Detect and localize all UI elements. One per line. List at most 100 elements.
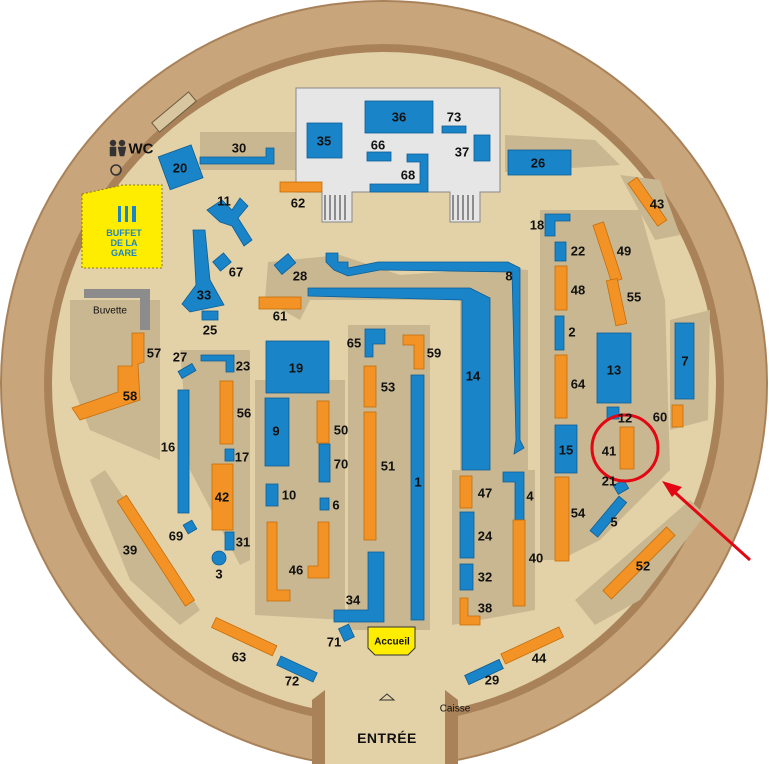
stand-66-shape[interactable] — [366, 151, 392, 162]
stand-23-shape[interactable] — [200, 354, 235, 373]
stand-2-shape[interactable] — [554, 315, 565, 351]
stand-6-shape[interactable] — [319, 497, 330, 511]
label-58: 58 — [123, 389, 137, 404]
stand-21-shape[interactable] — [612, 479, 630, 495]
label-72: 72 — [285, 674, 299, 689]
stand-55-shape[interactable] — [605, 277, 628, 327]
stand-61-shape[interactable] — [258, 296, 302, 310]
stand-37-shape[interactable] — [473, 134, 491, 162]
stand-26-shape[interactable] — [507, 149, 572, 176]
stand-40-shape[interactable] — [512, 519, 526, 607]
stand-38-shape[interactable] — [459, 597, 481, 626]
stand-68-shape[interactable] — [369, 153, 429, 193]
stand-29-shape[interactable] — [464, 658, 504, 686]
stand-17-shape[interactable] — [224, 448, 235, 462]
stand-34-shape[interactable] — [333, 551, 385, 623]
label-26: 26 — [531, 156, 545, 171]
stand-62-shape[interactable] — [279, 181, 323, 193]
label-6: 6 — [332, 498, 339, 513]
label-19: 19 — [289, 361, 303, 376]
stand-18-shape[interactable] — [544, 213, 571, 237]
stand-10-shape[interactable] — [265, 483, 279, 507]
blue-stands — [157, 100, 695, 686]
buffet-de-la-gare[interactable] — [81, 184, 163, 269]
stand-65-shape[interactable] — [364, 328, 386, 358]
stand-72-shape[interactable] — [276, 655, 318, 683]
stand-43-shape[interactable] — [627, 176, 668, 227]
label-2: 2 — [568, 325, 575, 340]
stand-54-shape[interactable] — [554, 476, 570, 562]
stand-33-shape[interactable] — [181, 229, 225, 313]
stand-64-shape[interactable] — [554, 354, 568, 419]
stand-69-shape[interactable] — [182, 519, 198, 535]
stand-67-shape[interactable] — [212, 252, 232, 272]
stand-20-shape[interactable] — [157, 144, 204, 191]
label-21: 21 — [602, 474, 616, 489]
stand-59-shape[interactable] — [402, 334, 425, 370]
highlight-arrow-head — [662, 481, 682, 497]
stand-71-shape[interactable] — [337, 623, 355, 642]
stand-16-shape[interactable] — [177, 389, 190, 514]
accueil-booth[interactable] — [367, 626, 416, 656]
stand-42-shape[interactable] — [211, 463, 234, 531]
stand-15-shape[interactable] — [554, 424, 578, 474]
stand-25-shape[interactable] — [201, 310, 219, 321]
stand-13-shape[interactable] — [596, 332, 632, 404]
stand-41-shape[interactable] — [619, 426, 635, 470]
stand-22-shape[interactable] — [554, 241, 567, 262]
label-61: 61 — [273, 309, 287, 324]
stand-57-58-shape[interactable] — [71, 332, 145, 421]
label-18: 18 — [530, 218, 544, 233]
stand-5-shape[interactable] — [589, 495, 628, 538]
accueil-label: Accueil — [374, 637, 410, 648]
label-63: 63 — [232, 650, 246, 665]
stand-35-shape[interactable] — [306, 122, 343, 159]
stand-51-shape[interactable] — [363, 411, 377, 541]
stand-70-shape[interactable] — [318, 443, 331, 483]
label-66: 66 — [371, 138, 385, 153]
wc-icons — [109, 139, 127, 176]
stand-44-shape[interactable] — [500, 626, 565, 665]
stand-39-shape[interactable] — [116, 494, 196, 607]
stand-46-shape[interactable] — [266, 521, 291, 602]
stand-28-shape[interactable] — [273, 253, 297, 275]
buvette-stand[interactable] — [84, 289, 150, 330]
label-60: 60 — [653, 410, 667, 425]
stand-36-shape[interactable] — [364, 100, 434, 134]
stand-31-shape[interactable] — [224, 531, 235, 551]
stand-53-shape[interactable] — [363, 365, 377, 408]
label-11: 11 — [217, 194, 231, 209]
stand-3-shape[interactable] — [211, 550, 227, 566]
label-9: 9 — [272, 424, 279, 439]
label-30: 30 — [232, 141, 246, 156]
stand-73-shape[interactable] — [441, 125, 467, 134]
stand-19-shape[interactable] — [265, 340, 330, 394]
stand-56-shape[interactable] — [219, 380, 234, 445]
buffet-line-3: GARE — [111, 248, 137, 258]
stand-27-shape[interactable] — [177, 362, 197, 380]
label-57: 57 — [147, 346, 161, 361]
stand-52-shape[interactable] — [602, 526, 676, 600]
stand-7-shape[interactable] — [674, 322, 695, 400]
stand-47-shape[interactable] — [459, 475, 473, 509]
label-36: 36 — [392, 110, 406, 125]
stand-30-shape[interactable] — [199, 147, 275, 165]
label-62: 62 — [291, 196, 305, 211]
stand-50-shape[interactable] — [316, 400, 330, 444]
entree-label: ENTRÉE — [357, 730, 417, 746]
stand-32-shape[interactable] — [459, 563, 474, 591]
stand-60-shape[interactable] — [671, 404, 684, 428]
stand-63-shape[interactable] — [211, 616, 278, 657]
buvette-label: Buvette — [93, 306, 127, 317]
stand-9-shape[interactable] — [264, 397, 290, 467]
stand-8-shape[interactable] — [325, 252, 525, 455]
stand-1-shape[interactable] — [410, 374, 425, 621]
label-41: 41 — [602, 444, 616, 459]
stand-46b-shape[interactable] — [307, 521, 330, 579]
stand-11-shape[interactable] — [206, 197, 253, 247]
entrance-wall-left — [312, 690, 325, 764]
orange-stands — [71, 176, 684, 665]
stand-24-shape[interactable] — [459, 511, 475, 559]
stand-14-shape[interactable] — [307, 287, 491, 471]
stand-48-shape[interactable] — [554, 265, 568, 311]
